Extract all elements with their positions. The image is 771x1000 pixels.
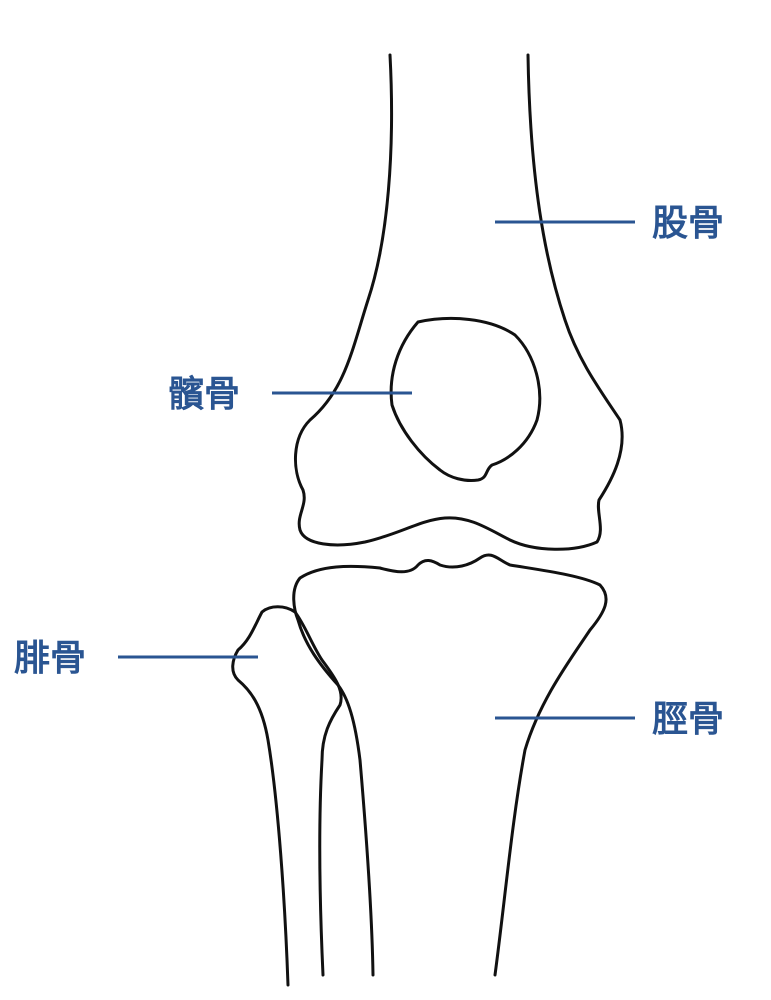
tibia-label: 脛骨: [652, 699, 724, 740]
femur-label: 股骨: [652, 203, 724, 244]
patella-label: 髕骨: [168, 373, 240, 415]
fibula-outline: [231, 605, 343, 987]
fibula-label: 腓骨: [14, 638, 86, 679]
patella-outline: [389, 317, 542, 482]
femur-outline: [293, 53, 624, 551]
tibia-outline: [292, 553, 608, 977]
